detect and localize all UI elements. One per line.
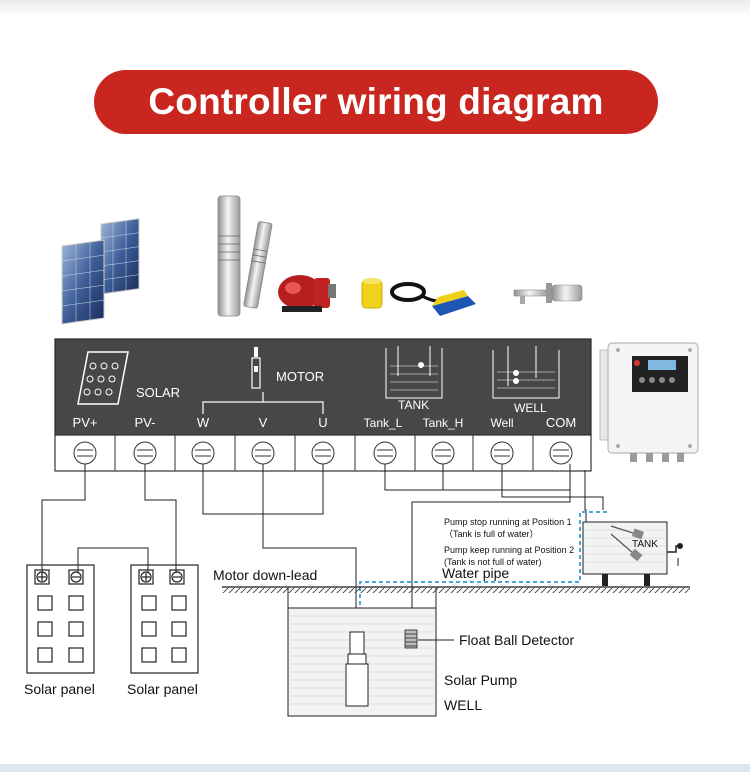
solar-panel-2 (130, 564, 199, 674)
ground-line (222, 586, 690, 593)
well-label: WELL (514, 401, 547, 415)
float-ball-detector-icon (404, 629, 418, 649)
solar-label: SOLAR (136, 385, 180, 400)
terminal-label-pv-minus: PV- (135, 415, 156, 430)
level-probe-photo-icon (513, 283, 583, 304)
solar-pump-icon (345, 631, 369, 707)
terminal-label-pv-plus: PV+ (73, 415, 98, 430)
terminal-screw-com (549, 441, 573, 465)
pump-keep-note-line2: (Tank is not full of water) (444, 557, 542, 567)
terminal-label-u: U (318, 415, 327, 430)
tank-icon (385, 346, 443, 399)
float-ball-detector-label: Float Ball Detector (459, 632, 574, 648)
water-pipe-line (359, 511, 608, 640)
well-text-label: WELL (444, 697, 482, 713)
top-shade (0, 0, 750, 16)
tank-label: TANK (398, 398, 429, 412)
terminal-label-tank-h: Tank_H (423, 416, 464, 430)
controller-box-photo-icon (599, 342, 699, 462)
solar-pump-label: Solar Pump (444, 672, 517, 688)
solar-panel-1 (26, 564, 95, 674)
diagram-title: Controller wiring diagram (94, 70, 658, 134)
terminal-label-tank-l: Tank_L (364, 416, 403, 430)
terminal-label-com: COM (546, 415, 576, 430)
motor-icon (251, 347, 261, 389)
controller-panel: SOLAR MOTOR TANK WELL PV+ PV (54, 338, 592, 472)
terminal-label-well: Well (490, 416, 513, 430)
terminal-label-w: W (197, 415, 210, 430)
water-pipe-label: Water pipe (442, 565, 509, 581)
pumps-photo-icon (217, 195, 336, 317)
solar-panel-2-label: Solar panel (127, 681, 198, 697)
motor-down-lead-label: Motor down-lead (213, 567, 317, 583)
well-icon (492, 346, 560, 399)
wiring (41, 464, 604, 630)
pump-keep-note-line1: Pump keep running at Position 2 (444, 545, 574, 555)
tank-diagram-label: TANK (632, 539, 658, 550)
terminal-label-v: V (259, 415, 268, 430)
pump-stop-note-line2: （Tank is full of water） (444, 529, 539, 539)
pump-stop-note-line1: Pump stop running at Position 1 (444, 517, 572, 527)
solar-icon (77, 351, 129, 405)
solar-panels-photo-icon (61, 218, 140, 325)
solar-panel-1-label: Solar panel (24, 681, 95, 697)
terminal-screws (73, 435, 573, 471)
tank-icon-diagram (582, 521, 683, 586)
float-switch-photo-icon (361, 278, 476, 316)
terminal-labels: PV+ PV- W V U Tank_L Tank_H Well COM (73, 415, 577, 430)
bottom-shade (0, 764, 750, 772)
motor-label: MOTOR (276, 369, 324, 384)
